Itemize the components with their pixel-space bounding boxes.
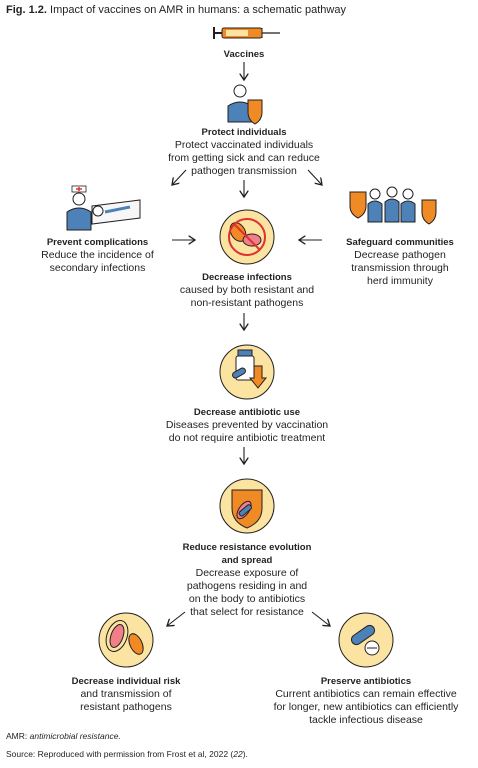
- resistance-heading: Reduce resistance evolution and spread: [182, 542, 312, 566]
- protect-description: Protect vaccinated individuals from gett…: [168, 139, 320, 177]
- antibiotic-use-heading: Decrease antibiotic use: [193, 407, 301, 418]
- individual-risk-heading: Decrease individual risk: [71, 676, 181, 687]
- arrow-protect-complications: [172, 169, 187, 185]
- arrow-resistance-individual: [167, 611, 186, 626]
- preserve-description: Current antibiotics can remain effective…: [273, 688, 459, 726]
- node-reduce-resistance: Reduce resistance evolution and spread D…: [160, 541, 334, 619]
- figure-number: Fig. 1.2.: [6, 4, 47, 16]
- safeguard-heading: Safeguard communities: [346, 237, 454, 248]
- pathogen-no-icon: [219, 209, 275, 265]
- source-note: Source: Reproduced with permission from …: [6, 749, 248, 759]
- resistant-pathogens-icon: [98, 612, 154, 668]
- node-protect-individuals: Protect individuals Protect vaccinated i…: [124, 126, 364, 178]
- antibiotic-use-description: Diseases prevented by vaccination do not…: [165, 419, 329, 444]
- abbreviation-text: antimicrobial resistance.: [29, 731, 121, 741]
- source-reference: 22: [233, 749, 243, 759]
- doctor-patient-icon: [66, 185, 141, 231]
- abbreviation-note: AMR: antimicrobial resistance.: [6, 731, 121, 741]
- source-prefix: Source: Reproduced with permission from …: [6, 749, 234, 759]
- community-shield-icon: [349, 186, 437, 225]
- complications-description: Reduce the incidence of secondary infect…: [41, 249, 154, 274]
- shield-pathogen-icon: [219, 478, 275, 534]
- antibiotic-bottle-down-icon: [219, 344, 275, 400]
- node-decrease-infections: Decrease infections caused by both resis…: [157, 271, 337, 310]
- capsule-pills-icon: [338, 612, 394, 668]
- protect-heading: Protect individuals: [201, 127, 287, 138]
- syringe-icon: [213, 27, 280, 39]
- individual-risk-description: and transmission of resistant pathogens: [80, 688, 172, 713]
- node-decrease-individual-risk: Decrease individual risk and transmissio…: [52, 675, 200, 714]
- person-shield-icon: [227, 84, 263, 125]
- complications-heading: Prevent complications: [46, 237, 149, 248]
- node-decrease-antibiotic-use: Decrease antibiotic use Diseases prevent…: [140, 406, 354, 445]
- node-vaccines: Vaccines: [194, 48, 294, 61]
- node-safeguard-communities: Safeguard communities Decrease pathogen …: [330, 236, 470, 288]
- abbreviation-label: AMR:: [6, 731, 28, 741]
- vaccines-heading: Vaccines: [223, 49, 265, 60]
- safeguard-description: Decrease pathogen transmission through h…: [351, 249, 449, 287]
- preserve-heading: Preserve antibiotics: [320, 676, 412, 687]
- resistance-description: Decrease exposure of pathogens residing …: [186, 567, 308, 618]
- infections-heading: Decrease infections: [202, 272, 292, 283]
- node-preserve-antibiotics: Preserve antibiotics Current antibiotics…: [254, 675, 478, 727]
- node-prevent-complications: Prevent complications Reduce the inciden…: [30, 236, 165, 275]
- arrow-resistance-preserve: [311, 611, 330, 626]
- source-suffix: ).: [242, 749, 248, 759]
- figure-caption: Impact of vaccines on AMR in humans: a s…: [50, 4, 346, 16]
- figure-title: Fig. 1.2. Impact of vaccines on AMR in h…: [6, 4, 346, 16]
- arrow-protect-safeguard: [307, 169, 322, 185]
- infections-description: caused by both resistant and non-resista…: [179, 284, 315, 309]
